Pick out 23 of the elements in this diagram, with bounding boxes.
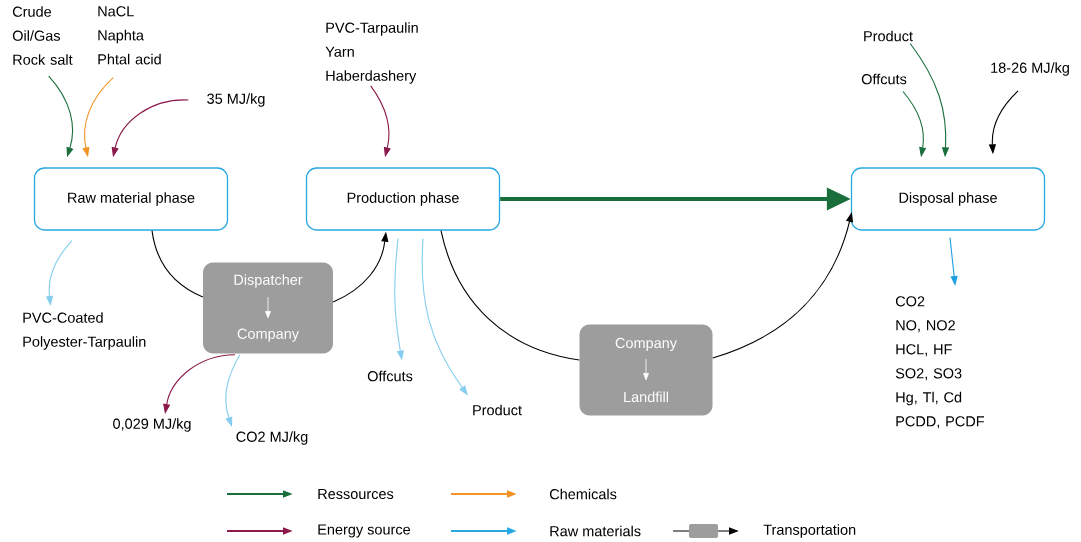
text-label: Offcuts bbox=[861, 73, 907, 85]
text-label: PVC-Coated Polyester-Tarpaulin bbox=[23, 312, 146, 350]
text-label: 0,029 MJ/kg bbox=[113, 418, 191, 432]
legend-label: Transportation bbox=[763, 524, 856, 538]
transport-box: Company Landfill bbox=[579, 324, 713, 416]
legend-label: Ressources bbox=[318, 488, 394, 500]
legend-label: Energy source bbox=[318, 524, 411, 538]
text-label: CO2 NO, NO2 HCL, HF SO2, SO3 Hg, Tl, Cd PCDD, PCDF bbox=[895, 296, 985, 429]
text-label: 18-26 MJ/kg bbox=[991, 62, 1069, 76]
legend-label: Chemicals bbox=[549, 488, 617, 500]
phase-box: Disposal phase bbox=[850, 167, 1046, 231]
text-label: CO2 MJ/kg bbox=[236, 431, 308, 445]
text-label: 35 MJ/kg bbox=[207, 93, 265, 107]
text-label: NaCL Naphta Phtal acid bbox=[98, 6, 161, 65]
legend-label: Raw materials bbox=[550, 525, 641, 537]
text-label: Product bbox=[864, 30, 913, 42]
text-label: Offcuts bbox=[367, 370, 413, 382]
phase-box: Production phase bbox=[305, 167, 501, 231]
text-label: PVC-Tarpaulin Yarn Haberdashery bbox=[325, 22, 418, 84]
text-label: Crude Oil/Gas Rock salt bbox=[12, 6, 73, 65]
transport-box: Dispatcher Company bbox=[203, 262, 333, 354]
phase-box: Raw material phase bbox=[33, 167, 229, 231]
text-label: Product bbox=[473, 404, 522, 416]
